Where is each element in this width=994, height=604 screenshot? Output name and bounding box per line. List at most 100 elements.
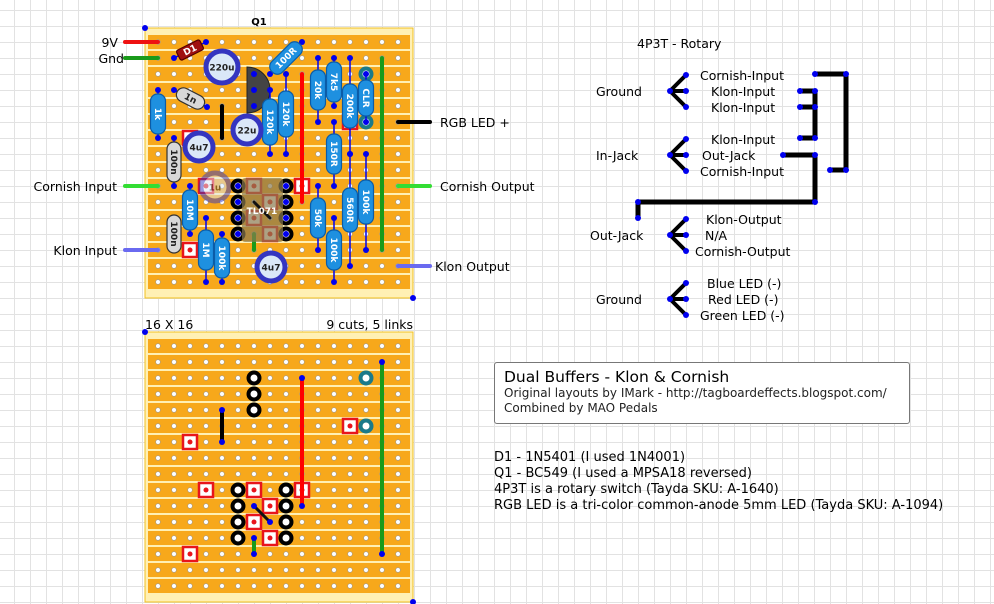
note: Q1 - BC549 (I used a MPSA18 reversed) [494,466,753,481]
hole [187,583,193,589]
hole [315,567,321,573]
hole [347,535,353,541]
hole [235,439,241,445]
hole [235,87,241,93]
hole [395,551,401,557]
combined-text: Combined by MAO Pedals [504,401,658,415]
hole [203,583,209,589]
resistor: 120k [277,90,295,138]
resistor-label: 100k [216,246,226,272]
title-box: Dual Buffers - Klon & Cornish Original l… [494,362,910,424]
hole [219,535,225,541]
hole [171,263,177,269]
hole [171,423,177,429]
resistor-body [181,189,199,231]
hole [267,167,273,173]
hole [363,135,369,141]
hole [267,423,273,429]
film-capacitor: 1n [175,87,206,110]
copper-strip [148,35,410,49]
hole [395,471,401,477]
hole [395,279,401,285]
hole [395,567,401,573]
hole [235,551,241,557]
rotary-contact [668,281,688,301]
hole [347,455,353,461]
cap-body [203,48,241,86]
switch-wire-end [812,71,818,77]
pin-dot [219,439,225,445]
label-rgb-led-plus: RGB LED + [440,115,510,130]
track-cut-dot [267,535,273,541]
hole [331,583,337,589]
hole [187,455,193,461]
rotary-pin [683,136,689,142]
hole [347,439,353,445]
hole [187,263,193,269]
hole [251,583,257,589]
hole [155,343,161,349]
hole [155,375,161,381]
resistor: 20k [309,69,327,111]
film-capacitor-body [166,141,182,183]
hole [267,55,273,61]
hole [203,439,209,445]
hole [251,471,257,477]
switch-wire-end [635,215,641,221]
resistor-body [357,179,375,225]
ic-pin [283,231,289,237]
rotary-pin [683,152,689,158]
hole [363,407,369,413]
rotary-common-pin [667,296,673,302]
hole [155,231,161,237]
hole [347,583,353,589]
cap-label: 1u [209,184,222,194]
hole [315,455,321,461]
rotary-common-label: Ground [596,84,642,99]
hole [171,583,177,589]
hole [331,423,337,429]
q1-pin [251,87,257,93]
copper-strip [148,467,410,481]
hole [267,551,273,557]
hole [299,343,305,349]
rotary-common-label: Out-Jack [590,228,644,243]
hole [299,279,305,285]
rotary-pin [683,216,689,222]
hole [171,119,177,125]
q1-pin [251,71,257,77]
label-klon-input: Klon Input [53,243,117,258]
hole [267,439,273,445]
hole [379,279,385,285]
hole [203,503,209,509]
rotary-pin [683,104,689,110]
rotary-position-label: Red LED (-) [708,292,778,307]
hole [379,39,385,45]
rotary-pin [683,312,689,318]
ic-pin [235,183,241,189]
hole [395,55,401,61]
cap-label: 4u7 [262,264,281,274]
rotary-contact [668,297,688,317]
hole [155,519,161,525]
hole [203,423,209,429]
label-9v: 9V [101,35,118,50]
hole [267,375,273,381]
led-clr: CLR [357,79,375,117]
rotary-position-label: Cornish-Input [700,68,784,83]
rotary-position-label: Klon-Input [711,100,775,115]
hole [155,535,161,541]
track-cut-dot [267,503,273,509]
hole [235,39,241,45]
hole [315,439,321,445]
track-cut-dot [251,519,257,525]
hole [267,583,273,589]
hole [395,407,401,413]
hole [331,391,337,397]
hole [235,167,241,173]
hole [315,167,321,173]
hole [299,359,305,365]
hole [267,567,273,573]
hole [251,151,257,157]
corner-dot [142,25,148,31]
